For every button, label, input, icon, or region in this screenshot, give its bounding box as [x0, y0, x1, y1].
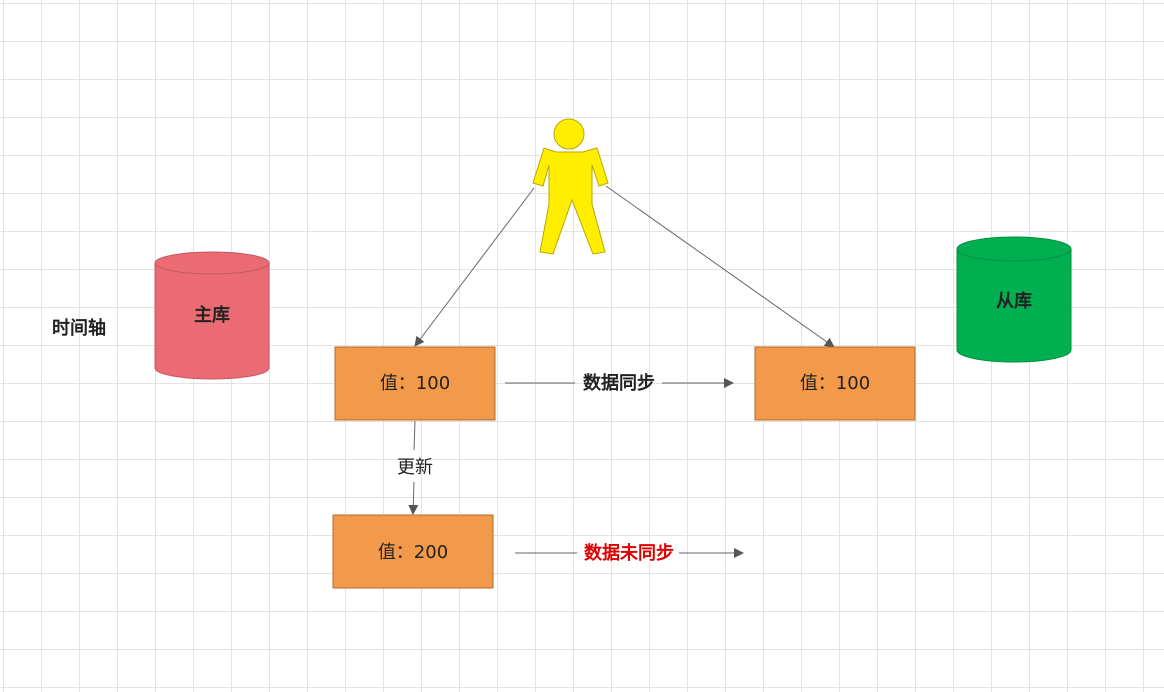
- master-value-label: 值：100: [380, 373, 450, 394]
- update-edge-top: [413, 420, 416, 451]
- master-updated-value-box[interactable]: 值：200: [332, 514, 494, 589]
- master-db-top: [154, 251, 270, 275]
- user-to-master-edge: [414, 187, 535, 347]
- slave-value-box[interactable]: 值：100: [754, 346, 916, 421]
- update-edge-label: 更新: [397, 457, 433, 478]
- master-db-label: 主库: [194, 304, 230, 326]
- timeline-label: 时间轴: [52, 317, 106, 339]
- slave-db-body: [956, 248, 1072, 363]
- master-value-box[interactable]: 值：100: [334, 346, 496, 421]
- master-db-body: [154, 262, 270, 380]
- master-database[interactable]: 主库: [154, 251, 270, 380]
- slave-database[interactable]: 从库: [956, 236, 1072, 363]
- update-edge-bottom: [408, 481, 419, 515]
- slave-value-label: 值：100: [800, 373, 870, 394]
- master-updated-value-label: 值：200: [378, 542, 448, 563]
- sync-edge-label: 数据同步: [583, 372, 655, 394]
- slave-db-label: 从库: [996, 290, 1032, 312]
- not-synced-edge-label: 数据未同步: [584, 542, 674, 564]
- user-to-slave-edge: [605, 185, 835, 348]
- person-icon: [532, 118, 609, 255]
- slave-db-top: [956, 236, 1072, 262]
